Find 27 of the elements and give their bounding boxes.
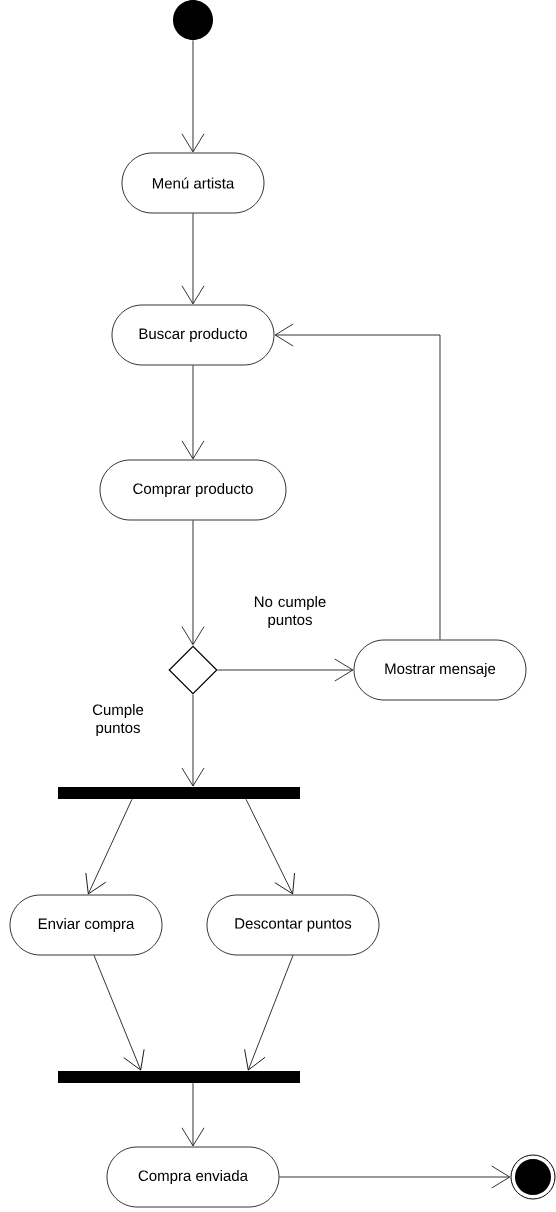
arrow xyxy=(244,955,294,1071)
arrow xyxy=(217,658,354,682)
arrow xyxy=(181,365,205,460)
arrow xyxy=(279,1165,511,1189)
action-box: Mostrar mensaje xyxy=(353,639,527,701)
sync-bar xyxy=(58,1071,300,1083)
arrow xyxy=(181,694,205,787)
arrow xyxy=(181,520,205,646)
sync-bar xyxy=(58,787,300,799)
arrow xyxy=(181,39,205,153)
arrow xyxy=(181,213,205,305)
arrow xyxy=(85,798,133,895)
decision-diamond xyxy=(168,645,218,695)
action-box: Compra enviada xyxy=(106,1146,280,1208)
action-box: Buscar producto xyxy=(111,304,275,366)
arrow xyxy=(181,1082,205,1147)
edge-label: No cumple puntos xyxy=(244,595,336,629)
action-box: Enviar compra xyxy=(9,894,163,956)
arrow xyxy=(93,955,145,1071)
arrow xyxy=(245,798,295,895)
start-dot xyxy=(173,0,213,40)
edge-label: Cumple puntos xyxy=(82,703,154,737)
end-bullseye xyxy=(510,1154,556,1200)
action-box: Menú artista xyxy=(121,152,265,214)
action-box: Descontar puntos xyxy=(206,894,380,956)
arrow xyxy=(274,323,441,640)
action-box: Comprar producto xyxy=(99,459,287,521)
